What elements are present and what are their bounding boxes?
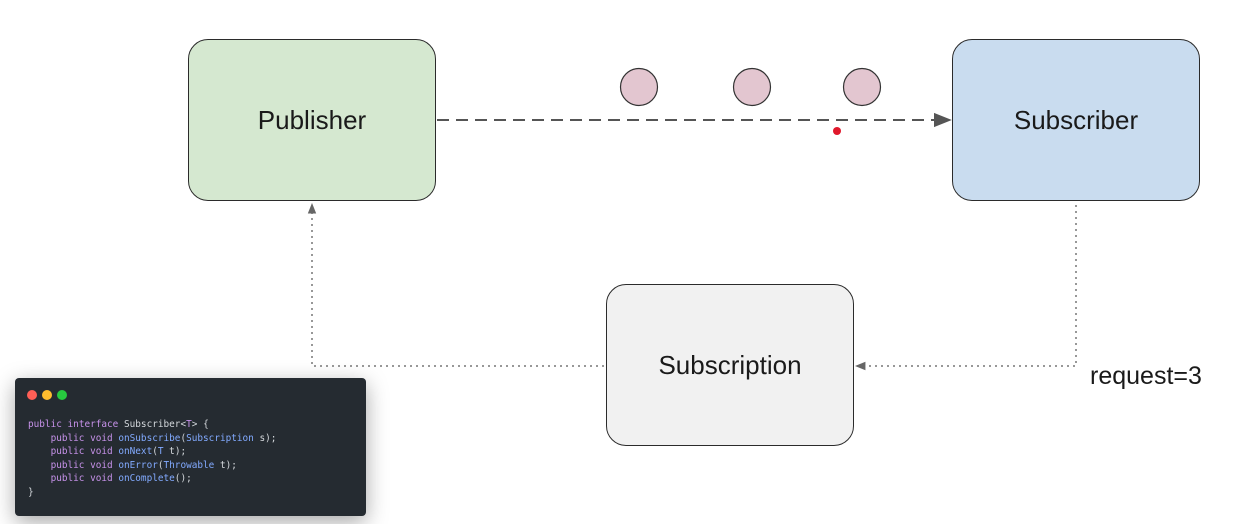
subscription-label: Subscription xyxy=(658,349,802,380)
code-line-1: public interface Subscriber<T> { xyxy=(28,419,209,430)
subscriber-label: Subscriber xyxy=(1013,104,1139,135)
data-item-1 xyxy=(619,67,659,107)
data-item-3 xyxy=(842,67,882,107)
code-window: public interface Subscriber<T> { public … xyxy=(15,378,366,516)
subscription-box: Subscription xyxy=(606,284,854,446)
code-line-4: public void onError(Throwable t); xyxy=(50,459,237,471)
subscriber-box: Subscriber xyxy=(952,39,1200,201)
data-item-2 xyxy=(732,67,772,107)
code-line-2: public void onSubscribe(Subscription s); xyxy=(50,432,277,444)
request-label: request=3 xyxy=(1090,362,1202,390)
demand-flow-arrow xyxy=(307,202,604,367)
publisher-label: Publisher xyxy=(257,104,367,135)
request-flow-arrow xyxy=(854,205,1077,371)
minimize-dot-icon xyxy=(42,390,52,400)
close-dot-icon xyxy=(27,390,37,400)
code-block: public interface Subscriber<T> { public … xyxy=(28,418,276,499)
cursor-dot xyxy=(833,127,841,135)
publisher-box: Publisher xyxy=(188,39,436,201)
code-line-6: } xyxy=(28,486,34,498)
maximize-dot-icon xyxy=(57,390,67,400)
code-line-3: public void onNext(T t); xyxy=(50,446,187,457)
code-line-5: public void onComplete(); xyxy=(50,473,192,484)
